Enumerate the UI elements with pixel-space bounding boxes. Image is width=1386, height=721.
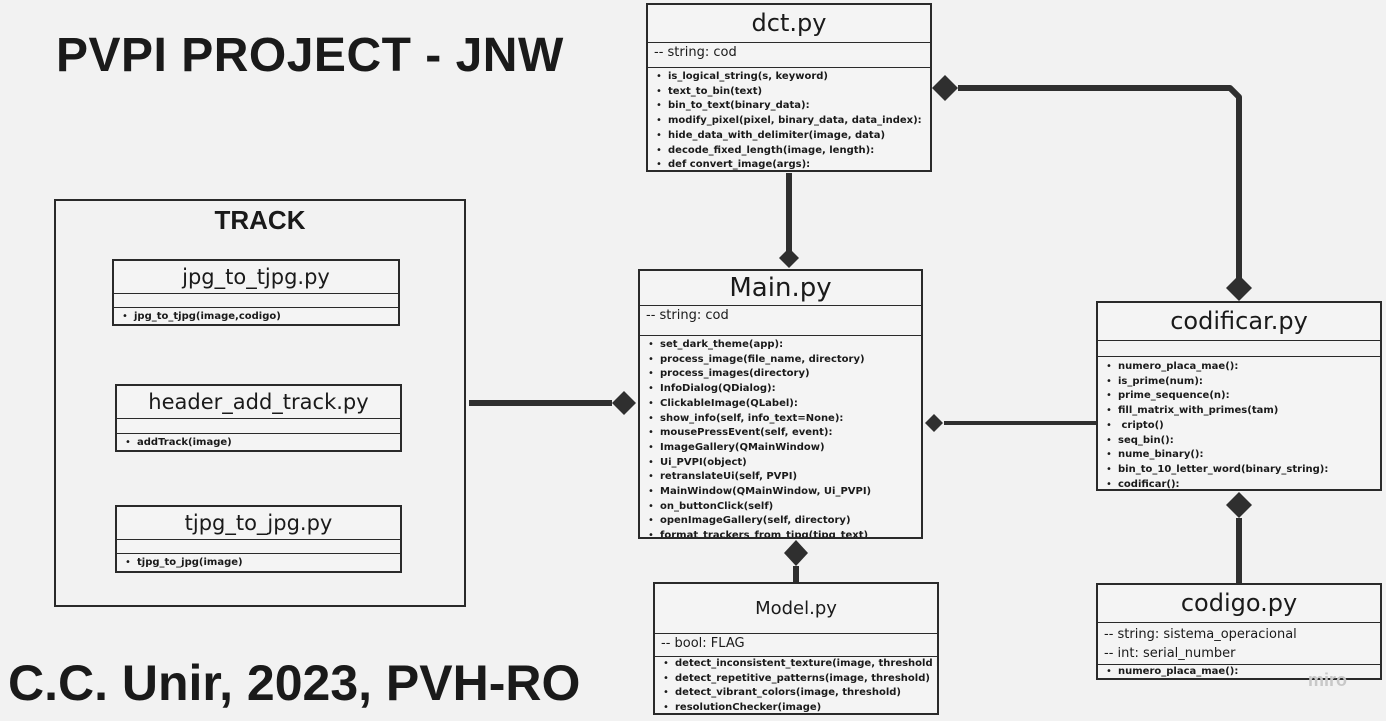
method: resolutionChecker(image) (655, 701, 937, 713)
class-name: Main.py (640, 271, 921, 306)
method: tjpg_to_jpg(image) (117, 556, 400, 571)
class-name: dct.py (648, 5, 930, 43)
method: set_dark_theme(app): (640, 338, 921, 353)
class-methods: numero_placa_mae(): is_prime(num): prime… (1098, 357, 1380, 489)
diamond-main-left (612, 391, 636, 415)
method: hide_data_with_delimiter(image, data) (648, 129, 930, 144)
diamond-dct-right (932, 75, 958, 101)
class-name: jpg_to_tjpg.py (114, 261, 398, 294)
method: text_to_bin(text) (648, 85, 930, 100)
method: bin_to_text(binary_data): (648, 99, 930, 114)
method: openImageGallery(self, directory) (640, 514, 921, 529)
method: cripto() (1098, 419, 1380, 434)
method: def convert_image(args): (648, 158, 930, 170)
class-tjpg-to-jpg[interactable]: tjpg_to_jpg.py tjpg_to_jpg(image) (115, 505, 402, 573)
attribute: -- string: sistema_operacional (1104, 627, 1297, 642)
method: mousePressEvent(self, event): (640, 426, 921, 441)
method: detect_inconsistent_texture(image, thres… (655, 657, 937, 672)
class-methods: tjpg_to_jpg(image) (117, 554, 400, 571)
diamond-codificar-bottom (1226, 492, 1252, 518)
class-dct[interactable]: dct.py -- string: cod is_logical_string(… (646, 3, 932, 172)
method: prime_sequence(n): (1098, 389, 1380, 404)
class-name: tjpg_to_jpg.py (117, 507, 400, 540)
method: detect_repetitive_patterns(image, thresh… (655, 672, 937, 687)
method: fill_matrix_with_primes(tam) (1098, 404, 1380, 419)
attribute: -- string: cod (654, 45, 737, 60)
class-attrs (117, 419, 400, 434)
method: ClickableImage(QLabel): (640, 397, 921, 412)
method: modify_pixel(pixel, binary_data, data_in… (648, 114, 930, 129)
class-attrs: -- string: cod (640, 306, 921, 336)
class-attrs: -- string: sistema_operacional -- int: s… (1098, 623, 1380, 665)
class-codigo[interactable]: codigo.py -- string: sistema_operacional… (1096, 583, 1382, 680)
class-attrs: -- string: cod (648, 43, 930, 68)
class-methods: addTrack(image) (117, 434, 400, 450)
page-title: PVPI PROJECT - JNW (56, 29, 564, 82)
class-attrs (1098, 341, 1380, 357)
class-jpg-to-tjpg[interactable]: jpg_to_tjpg.py jpg_to_tjpg(image,codigo) (112, 259, 400, 326)
class-methods: is_logical_string(s, keyword) text_to_bi… (648, 68, 930, 170)
class-codificar[interactable]: codificar.py numero_placa_mae(): is_prim… (1096, 301, 1382, 491)
diamond-main-top (779, 248, 799, 268)
class-model[interactable]: Model.py -- bool: FLAG detect_inconsiste… (653, 582, 939, 715)
class-methods: set_dark_theme(app): process_image(file_… (640, 336, 921, 537)
class-name: Model.py (655, 584, 937, 634)
attribute: -- int: serial_number (1104, 646, 1236, 661)
attribute: -- string: cod (646, 308, 729, 323)
method: addTrack(image) (117, 436, 400, 450)
class-methods: numero_placa_mae(): (1098, 665, 1380, 678)
method: Ui_PVPI(object) (640, 456, 921, 471)
method: detect_vibrant_colors(image, threshold) (655, 686, 937, 701)
method: on_buttonClick(self) (640, 500, 921, 515)
method: numero_placa_mae(): (1098, 665, 1380, 678)
class-header-add-track[interactable]: header_add_track.py addTrack(image) (115, 384, 402, 452)
class-name: codigo.py (1098, 585, 1380, 623)
method: bin_to_10_letter_word(binary_string): (1098, 463, 1380, 478)
method: nume_binary(): (1098, 448, 1380, 463)
method: process_images(directory) (640, 367, 921, 382)
attribute: -- bool: FLAG (661, 636, 745, 651)
method: is_prime(num): (1098, 375, 1380, 390)
footer-credit: C.C. Unir, 2023, PVH-RO (8, 655, 581, 711)
diamond-codificar-top (1226, 275, 1252, 301)
class-name: codificar.py (1098, 303, 1380, 341)
method: retranslateUi(self, PVPI) (640, 470, 921, 485)
dct-codificar-line (958, 85, 1242, 279)
class-main[interactable]: Main.py -- string: cod set_dark_theme(ap… (638, 269, 923, 539)
miro-watermark: miro (1308, 670, 1348, 690)
method: InfoDialog(QDialog): (640, 382, 921, 397)
method: process_image(file_name, directory) (640, 353, 921, 368)
track-frame[interactable]: TRACK (54, 199, 466, 607)
class-attrs: -- bool: FLAG (655, 634, 937, 657)
method: show_info(self, info_text=None): (640, 412, 921, 427)
method: is_logical_string(s, keyword) (648, 70, 930, 85)
method: MainWindow(QMainWindow, Ui_PVPI) (640, 485, 921, 500)
method: decode_fixed_length(image, length): (648, 144, 930, 159)
method: seq_bin(): (1098, 434, 1380, 449)
class-name: header_add_track.py (117, 386, 400, 419)
class-methods: jpg_to_tjpg(image,codigo) (114, 308, 398, 324)
class-attrs (117, 540, 400, 554)
track-title: TRACK (214, 205, 306, 235)
method: jpg_to_tjpg(image,codigo) (114, 310, 398, 324)
method: format_trackers_from_tjpg(tjpg_text) (640, 529, 921, 537)
method: numero_placa_mae(): (1098, 360, 1380, 375)
diamond-main-bottom (784, 540, 808, 566)
class-attrs (114, 294, 398, 308)
diamond-main-right (925, 414, 943, 432)
class-methods: detect_inconsistent_texture(image, thres… (655, 657, 937, 713)
method: codificar(): (1098, 478, 1380, 489)
method: ImageGallery(QMainWindow) (640, 441, 921, 456)
